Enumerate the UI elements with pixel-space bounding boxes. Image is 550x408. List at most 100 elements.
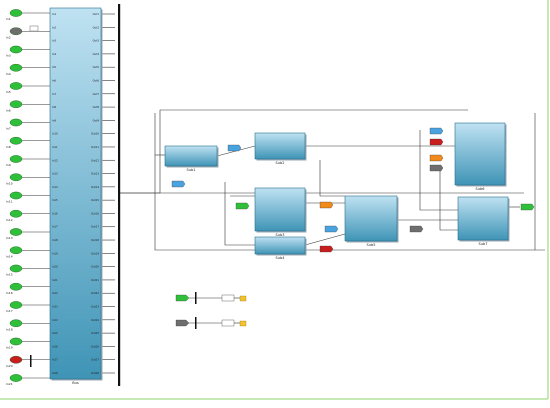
goto-tag-10[interactable] <box>429 154 444 162</box>
input-port-1[interactable] <box>9 9 23 17</box>
input-port-7[interactable] <box>9 118 23 127</box>
main-bus-port-out-label: Out1 <box>93 12 100 16</box>
goto-tag-2[interactable] <box>171 180 186 188</box>
main-bus-port-in-label: In15 <box>52 198 58 202</box>
goto-tag-8[interactable] <box>324 225 339 233</box>
subsystem-1-body[interactable] <box>164 145 218 167</box>
subsystem-2[interactable]: Sub2 <box>254 132 307 165</box>
main-bus-port-in-label: In2 <box>52 25 56 29</box>
main-bus-port-in-label: In17 <box>52 225 58 229</box>
goto-tag-9[interactable] <box>429 138 444 146</box>
input-port-5[interactable] <box>9 82 23 90</box>
main-bus-port-out-label: Out8 <box>93 105 100 109</box>
subsystem-4[interactable]: Sub4 <box>254 236 307 260</box>
main-bus-port-in-label: In27 <box>52 358 58 362</box>
subsystem-3[interactable]: Sub3 <box>254 187 307 237</box>
subsystem-6-body[interactable] <box>454 122 506 186</box>
main-bus-port-out-label: Out17 <box>91 225 99 229</box>
main-bus-port-in-label: In23 <box>52 305 58 309</box>
subsystem-4-body[interactable] <box>254 236 306 255</box>
bus-bar <box>118 4 121 386</box>
main-bus-port-in-label: In6 <box>52 78 56 82</box>
input-port-20-label: In20 <box>6 364 13 368</box>
input-port-10-label: In10 <box>6 181 13 185</box>
input-port-1-label: In1 <box>6 17 11 21</box>
main-bus-port-out-label: Out20 <box>91 265 99 269</box>
input-port-20[interactable] <box>9 355 23 364</box>
main-bus-block-label: Bus <box>72 381 79 385</box>
main-bus-port-in-label: In12 <box>52 158 58 162</box>
main-bus-port-in-label: In21 <box>52 278 58 282</box>
input-port-12[interactable] <box>9 209 23 218</box>
main-bus-port-out-label: Out5 <box>93 65 100 69</box>
subsystem-4-label: Sub4 <box>276 256 286 260</box>
main-bus-port-out-label: Out22 <box>91 291 99 295</box>
main-bus-port-out-label: Out24 <box>91 318 99 322</box>
input-port-6[interactable] <box>9 100 23 109</box>
input-port-21[interactable] <box>9 374 23 382</box>
goto-tag-3[interactable] <box>319 201 334 209</box>
subsystem-5-body[interactable] <box>344 195 398 242</box>
main-bus-port-in-label: In22 <box>52 291 58 295</box>
main-bus-port-out-label: Out15 <box>91 198 99 202</box>
input-port-8[interactable] <box>9 136 23 145</box>
subsystem-7-body[interactable] <box>457 196 509 241</box>
mini-block-1[interactable] <box>221 294 235 302</box>
subsystem-5[interactable]: Sub5 <box>344 195 399 247</box>
mini-block-2[interactable] <box>221 319 235 327</box>
main-bus-block-body[interactable] <box>49 7 102 380</box>
input-port-10[interactable] <box>9 173 23 182</box>
input-port-2[interactable] <box>9 27 23 36</box>
input-port-19[interactable] <box>9 337 23 346</box>
mini-sink-1[interactable] <box>239 295 247 302</box>
main-bus-port-in-label: In3 <box>52 39 56 43</box>
mini-source-1[interactable] <box>175 294 190 302</box>
input-port-21-label: In21 <box>6 382 13 386</box>
main-bus-port-out-label: Out14 <box>91 185 99 189</box>
goto-tag-12[interactable] <box>520 203 535 211</box>
subsystem-3-body[interactable] <box>254 187 306 232</box>
subsystem-1[interactable]: Sub1 <box>164 145 219 172</box>
branch-line-3 <box>319 160 345 197</box>
mini-sink-2[interactable] <box>239 320 247 327</box>
input-port-13[interactable] <box>9 228 23 236</box>
mini-mux-2 <box>195 317 197 329</box>
input-port-11[interactable] <box>9 191 23 200</box>
subsystem-7[interactable]: Sub7 <box>457 196 510 246</box>
input-port-4[interactable] <box>9 63 23 72</box>
input-port-18[interactable] <box>9 319 23 328</box>
main-bus-port-out-label: Out4 <box>93 52 100 56</box>
input-port-16[interactable] <box>9 282 23 291</box>
main-bus-port-in-label: In20 <box>52 265 58 269</box>
goto-tag-1[interactable] <box>227 144 242 152</box>
main-bus-block[interactable]: Bus <box>49 7 103 385</box>
goto-tag-7[interactable] <box>235 202 250 210</box>
goto-tag-5[interactable] <box>409 225 424 233</box>
main-bus-port-in-label: In26 <box>52 344 58 348</box>
subsystem-2-body[interactable] <box>254 132 306 160</box>
main-bus-port-out-label: Out27 <box>91 358 99 362</box>
input-port-18-label: In18 <box>6 327 13 331</box>
input-port-14[interactable] <box>9 246 23 255</box>
main-bus-port-out-label: Out13 <box>91 172 99 176</box>
input-port-17[interactable] <box>9 301 23 309</box>
input-port-16-label: In16 <box>6 291 13 295</box>
subsystem-6[interactable]: Sub6 <box>454 122 507 191</box>
mini-source-2[interactable] <box>175 319 190 327</box>
main-bus-port-out-label: Out28 <box>91 371 99 375</box>
subsystem-6-label: Sub6 <box>476 187 485 191</box>
input-port-7-label: In7 <box>6 127 11 131</box>
goto-tag-11[interactable] <box>429 164 444 172</box>
input-port-9[interactable] <box>9 155 23 163</box>
input-port-14-label: In14 <box>6 254 13 258</box>
main-bus-port-out-label: Out21 <box>91 278 99 282</box>
input-port-3[interactable] <box>9 45 23 54</box>
goto-tag-4[interactable] <box>319 245 334 253</box>
main-bus-port-in-label: In9 <box>52 118 56 122</box>
main-bus-port-in-label: In18 <box>52 238 58 242</box>
main-bus-port-in-label: In10 <box>52 132 58 136</box>
input-port-15[interactable] <box>9 264 23 273</box>
delay-block[interactable] <box>29 25 39 32</box>
goto-tag-6[interactable] <box>429 127 444 135</box>
main-bus-port-in-label: In16 <box>52 211 58 215</box>
